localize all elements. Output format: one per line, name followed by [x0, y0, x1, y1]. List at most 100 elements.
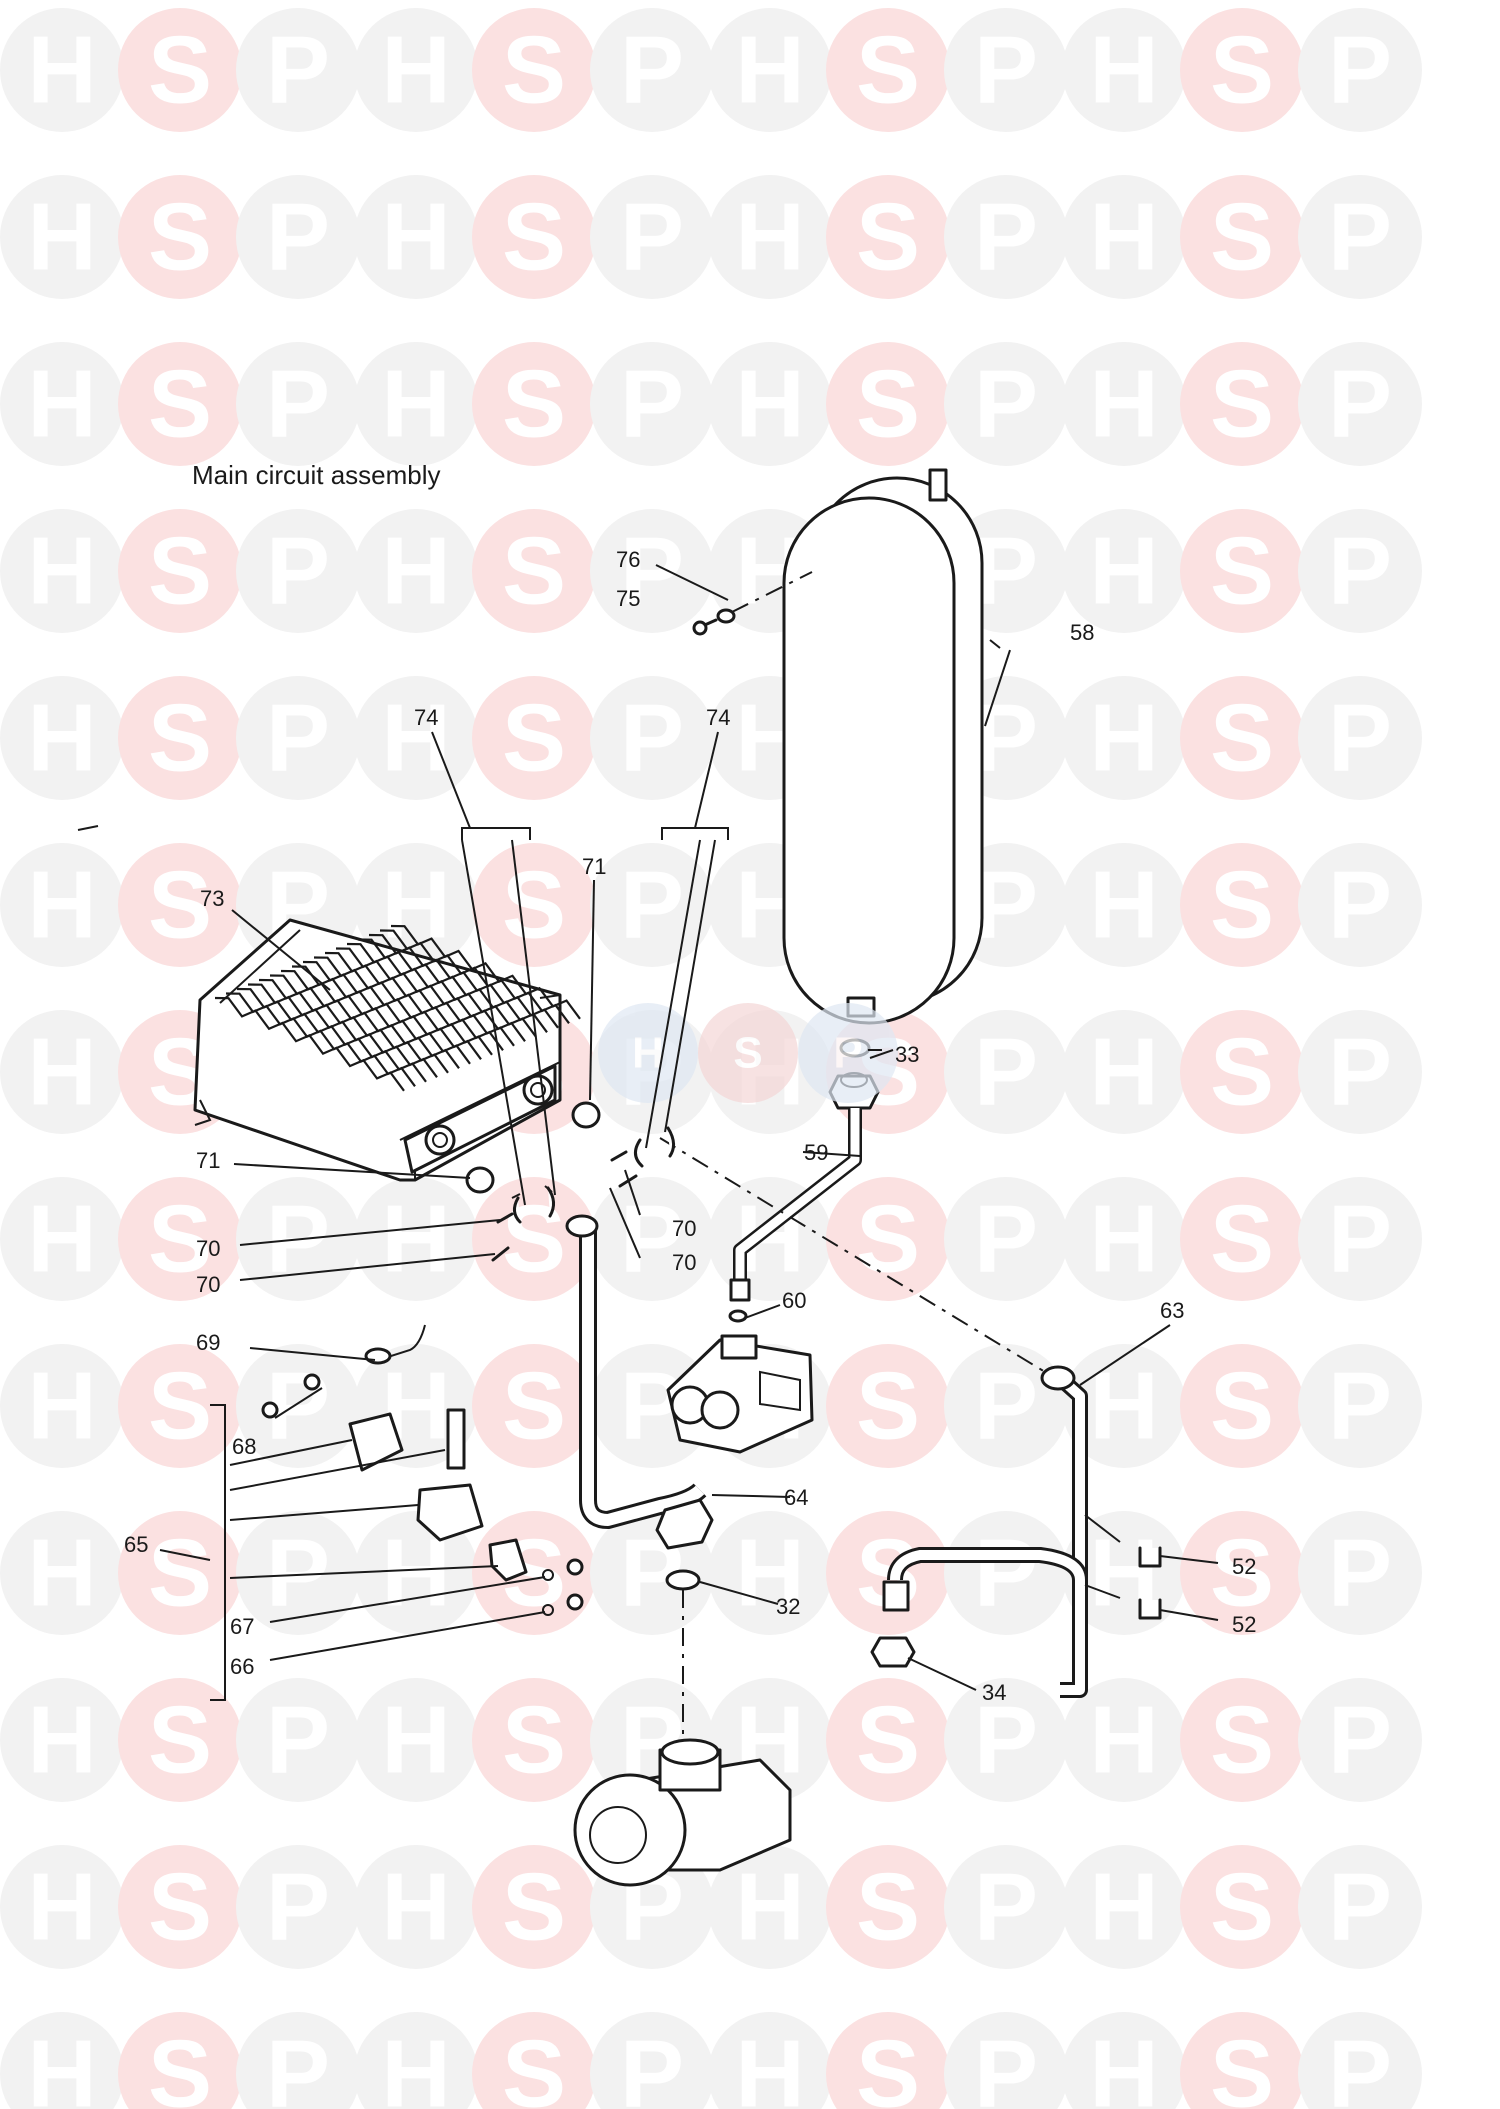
watermark-circle: [236, 509, 360, 633]
label-70-d: 70: [672, 1250, 696, 1275]
watermark-circle: [1062, 1344, 1186, 1468]
bracket-74a: [461, 827, 531, 840]
watermark-circle: [1298, 1177, 1422, 1301]
pipe-64-nut: [655, 1498, 714, 1550]
watermark-circle: [944, 1177, 1068, 1301]
assembly-axis-line: [659, 1137, 1051, 1376]
watermark-letter: P: [974, 1687, 1038, 1794]
watermark-letter: S: [502, 2021, 566, 2109]
label-52-top: 52: [1232, 1554, 1256, 1579]
watermark-letter: H: [27, 1353, 96, 1460]
watermark-circle: [1298, 676, 1422, 800]
watermark-circle: [1062, 1678, 1186, 1802]
watermark-letter: P: [1328, 1687, 1392, 1794]
watermark-circle: [590, 509, 714, 633]
watermark-letter: P: [620, 1186, 684, 1293]
watermark-letter: S: [502, 1353, 566, 1460]
watermark-letter: S: [1210, 1854, 1274, 1961]
watermark-circle: [590, 676, 714, 800]
watermark-letter: S: [1210, 1353, 1274, 1460]
watermark-circle: [118, 175, 242, 299]
watermark-circle: [1062, 1177, 1186, 1301]
watermark-letter: H: [27, 1854, 96, 1961]
hsp-logo-center: H S P: [598, 1003, 898, 1103]
label-58: 58: [1070, 620, 1094, 645]
expansion-vessel: [782, 468, 984, 1025]
watermark-circle: [826, 342, 950, 466]
watermark-circle: [1298, 509, 1422, 633]
watermark-letter: P: [1328, 1520, 1392, 1627]
watermark-circle: [1062, 8, 1186, 132]
watermark-letter: S: [1210, 852, 1274, 959]
watermark-circle: [354, 1678, 478, 1802]
watermark-letter: H: [27, 685, 96, 792]
heat-exchanger: [193, 918, 581, 1182]
watermark-circle: [944, 1010, 1068, 1134]
watermark-circle: [826, 175, 950, 299]
label-71-bottom: 71: [196, 1148, 220, 1173]
label-59: 59: [804, 1140, 828, 1165]
watermark-letter: S: [502, 17, 566, 124]
svg-text:S: S: [733, 1029, 762, 1078]
watermark-circle: [354, 175, 478, 299]
watermark-circle: [354, 1177, 478, 1301]
watermark-letter: P: [974, 1520, 1038, 1627]
diagram-title: Main circuit assembly: [192, 460, 441, 490]
watermark-circle: [826, 1678, 950, 1802]
watermark-circle: [1062, 676, 1186, 800]
watermark-circle: [1298, 843, 1422, 967]
heat-exchanger-fin: [390, 924, 581, 1020]
pipe-64-end: [565, 1214, 599, 1238]
watermark-letter: P: [1328, 1854, 1392, 1961]
watermark-letter: S: [856, 1353, 920, 1460]
watermark-circle: [1298, 1010, 1422, 1134]
pipe-63-thread: [882, 1580, 910, 1612]
watermark-letter: S: [148, 1353, 212, 1460]
watermark-circle: [472, 676, 596, 800]
watermark-circle: [944, 1678, 1068, 1802]
watermark-letter: P: [1328, 184, 1392, 291]
o-ring-71a: [571, 1101, 601, 1129]
watermark-circle: [354, 342, 478, 466]
diverter-valve: [666, 1334, 814, 1454]
watermark-letter: H: [381, 685, 450, 792]
watermark-letter: P: [974, 1019, 1038, 1126]
watermark-circle: [1062, 1845, 1186, 1969]
watermark-circle: [118, 509, 242, 633]
watermark-circle: [590, 8, 714, 132]
watermark-letter: S: [502, 1854, 566, 1961]
pressure-switch-assembly: [210, 1373, 584, 1701]
watermark-circle: [1180, 2012, 1304, 2109]
watermark-circle: [472, 342, 596, 466]
label-60: 60: [782, 1288, 806, 1313]
watermark-circle: [944, 1344, 1068, 1468]
watermark-circle: [708, 8, 832, 132]
watermark-circle: [0, 509, 124, 633]
watermark-letter: H: [1089, 351, 1158, 458]
watermark-circle: [472, 175, 596, 299]
watermark-letter: P: [620, 852, 684, 959]
label-33: 33: [895, 1042, 919, 1067]
pipe-59: [735, 1108, 860, 1282]
label-71-top: 71: [582, 854, 606, 879]
watermark-circle: [1062, 2012, 1186, 2109]
svg-text:H: H: [632, 1029, 664, 1078]
watermark-circle: [944, 2012, 1068, 2109]
watermark-circle: [0, 676, 124, 800]
watermark-letter: P: [266, 1854, 330, 1961]
watermark-letter: S: [856, 351, 920, 458]
watermark-letter: S: [856, 17, 920, 124]
watermark-letter: H: [1089, 1353, 1158, 1460]
watermark-letter: P: [1328, 17, 1392, 124]
bracket-74b: [661, 827, 729, 840]
watermark-letter: S: [502, 1687, 566, 1794]
label-75: 75: [616, 586, 640, 611]
watermark-circle: [708, 342, 832, 466]
watermark-circle: [472, 509, 596, 633]
watermark-circle: [1062, 175, 1186, 299]
label-32: 32: [776, 1594, 800, 1619]
watermark-letter: H: [27, 1687, 96, 1794]
watermark-letter: S: [148, 1520, 212, 1627]
watermark-letter: S: [502, 351, 566, 458]
